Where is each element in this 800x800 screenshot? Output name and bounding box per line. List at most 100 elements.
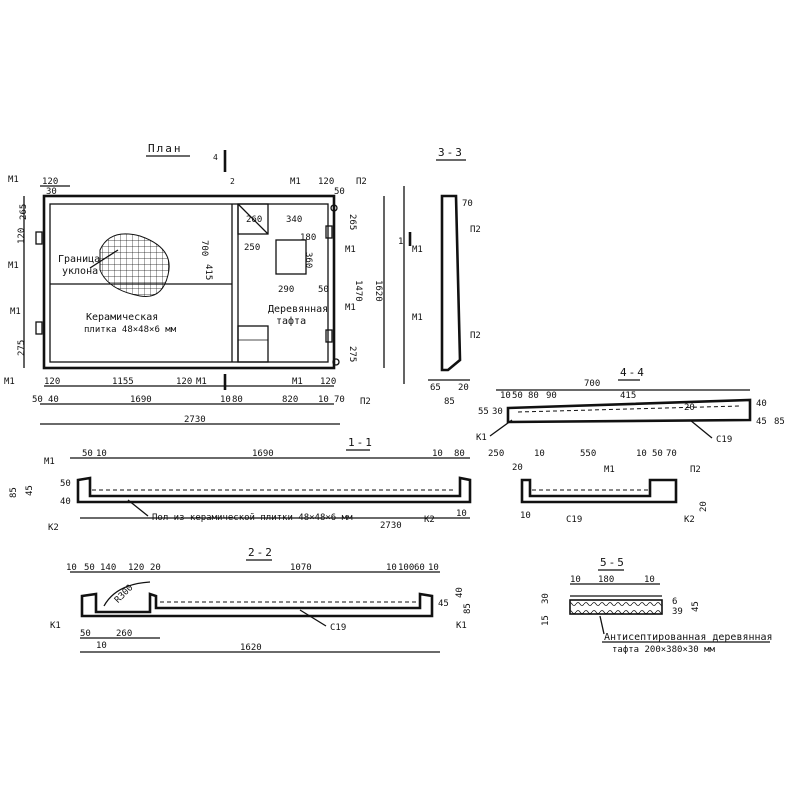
dim-45: 45	[25, 485, 35, 496]
dim-40: 40	[756, 399, 767, 409]
section-1-1-m1: М1	[604, 465, 615, 475]
dim-85: 85	[444, 397, 455, 407]
section-2-2-k1: К1	[456, 621, 467, 631]
dim-50: 50	[334, 187, 345, 197]
mark-m1: М1	[10, 307, 21, 317]
dim-30: 30	[46, 187, 57, 197]
slope-label-2: уклона	[62, 266, 98, 277]
dim-70: 70	[666, 449, 677, 459]
dim-100: 100	[398, 563, 414, 573]
dim-415: 415	[203, 264, 213, 280]
mark-m1: М1	[345, 303, 356, 313]
dim-820: 820	[282, 395, 298, 405]
dim-45: 45	[756, 417, 767, 427]
dim-10: 10	[318, 395, 329, 405]
mark-p2: П2	[356, 177, 367, 187]
dim-50: 50	[80, 629, 91, 639]
dim-360: 360	[303, 252, 313, 268]
dim-10: 10	[500, 391, 511, 401]
dim-120: 120	[318, 177, 334, 187]
dim-10: 10	[96, 449, 107, 459]
dim-265: 265	[347, 214, 357, 230]
dim-45: 45	[438, 599, 449, 609]
mark-m1: М1	[345, 245, 356, 255]
section-5-5-title: 5-5	[600, 556, 626, 569]
dim-120: 120	[44, 377, 60, 387]
section-1-1: 1-1 1690 50 10 10 80 250 550 10 10 50 70…	[9, 436, 709, 533]
section-1-1-title: 1-1	[348, 436, 374, 449]
wood-label-2: тафта	[276, 315, 306, 327]
dim-50: 50	[652, 449, 663, 459]
tile-label: Керамическая	[86, 312, 158, 323]
section-2-2-tray	[80, 592, 434, 618]
dim-120: 120	[42, 177, 58, 187]
dim-10: 10	[386, 563, 397, 573]
plan-view: План 4 2 М1 М1 М1 М1 М1 М1 М1 П2 П2 М1 М…	[4, 142, 405, 425]
dim-10: 10	[220, 395, 231, 405]
dim-30: 30	[492, 407, 503, 417]
wood-tafta-rect	[275, 239, 307, 275]
wood-label: Деревянная	[268, 304, 328, 315]
section-1-1-c19: С19	[566, 515, 582, 525]
dim-250: 250	[244, 243, 260, 253]
section-4-4-title: 4-4	[620, 366, 646, 379]
dim-10: 10	[66, 563, 77, 573]
dim-10: 10	[534, 449, 545, 459]
dim-10: 10	[428, 563, 439, 573]
dim-180: 180	[598, 575, 614, 585]
dim-6: 6	[672, 597, 677, 607]
dim-275: 275	[347, 346, 357, 362]
dim-60: 60	[414, 563, 425, 573]
section-mark-4: 4	[213, 153, 218, 162]
dim-85: 85	[463, 603, 473, 614]
dim-80: 80	[454, 449, 465, 459]
dim-90: 90	[546, 391, 557, 401]
dim-140: 140	[100, 563, 116, 573]
dim-85: 85	[774, 417, 785, 427]
mark-m1: М1	[8, 175, 19, 185]
dim-700: 700	[199, 240, 209, 256]
dim-65: 65	[430, 383, 441, 393]
dim-120: 120	[128, 563, 144, 573]
dim-20: 20	[458, 383, 469, 393]
dim-290: 290	[278, 285, 294, 295]
dim-50: 50	[512, 391, 523, 401]
dim-120: 120	[17, 228, 27, 244]
dim-250: 250	[488, 449, 504, 459]
dim-180: 180	[300, 233, 316, 243]
dim-40: 40	[60, 497, 71, 507]
section-mark-2: 2	[230, 177, 235, 186]
mark-m1: М1	[4, 377, 15, 387]
dim-10: 10	[644, 575, 655, 585]
dim-50: 50	[82, 449, 93, 459]
dim-1155: 1155	[112, 377, 134, 387]
dim-1620: 1620	[373, 280, 383, 302]
dim-45: 45	[691, 601, 701, 612]
section-3-3-shape	[440, 194, 462, 372]
dim-10: 10	[432, 449, 443, 459]
section-3-3-p2: П2	[470, 225, 481, 235]
dim-265: 265	[19, 204, 29, 220]
dim-40: 40	[455, 587, 465, 598]
dim-120: 120	[320, 377, 336, 387]
dim-2730: 2730	[380, 521, 402, 531]
mark-m1: М1	[196, 377, 207, 387]
section-4-4-shape	[506, 398, 752, 424]
mark-m1: М1	[290, 177, 301, 187]
drain-icon	[330, 204, 338, 212]
dim-1620: 1620	[240, 643, 262, 653]
dim-80: 80	[232, 395, 243, 405]
dim-1690: 1690	[130, 395, 152, 405]
section-4-4-c19: С19	[716, 435, 732, 445]
dim-55: 55	[478, 407, 489, 417]
wood-tafta-section	[569, 599, 663, 615]
section-1-1-tray-right	[520, 478, 678, 504]
dim-1070: 1070	[290, 563, 312, 573]
dim-700: 700	[584, 379, 600, 389]
drain-icon	[332, 358, 340, 366]
dim-39: 39	[672, 607, 683, 617]
dim-10: 10	[456, 509, 467, 519]
dim-10: 10	[96, 641, 107, 651]
section-1-1-tray	[76, 476, 472, 504]
